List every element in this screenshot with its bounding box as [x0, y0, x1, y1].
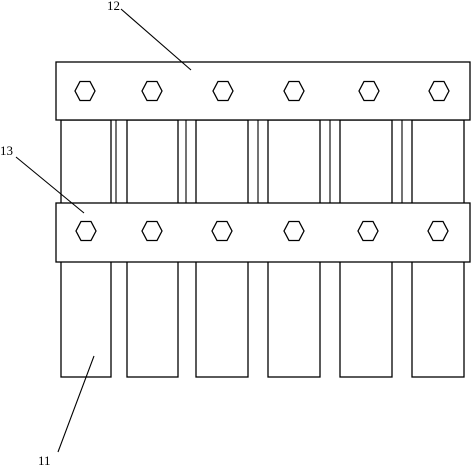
bolt-icon [283, 220, 305, 242]
bolt-icon [211, 220, 233, 242]
bolt-icon [358, 80, 380, 102]
bolt-icon [74, 80, 96, 102]
bolt-icon [283, 80, 305, 102]
bolt-icon [212, 80, 234, 102]
middle-bar [55, 202, 471, 263]
bolt-icon [141, 220, 163, 242]
leader-line-13 [15, 156, 85, 214]
bolt-icon [75, 220, 97, 242]
bolt-icon [428, 80, 450, 102]
bolt-icon [357, 220, 379, 242]
label-13: 13 [0, 143, 13, 158]
label-12: 12 [107, 0, 120, 13]
bolt-icon [141, 80, 163, 102]
leader-line-11 [57, 355, 95, 453]
top-bar [55, 61, 471, 121]
label-11: 11 [38, 453, 51, 467]
leader-line-12 [120, 8, 192, 71]
bolt-icon [427, 220, 449, 242]
